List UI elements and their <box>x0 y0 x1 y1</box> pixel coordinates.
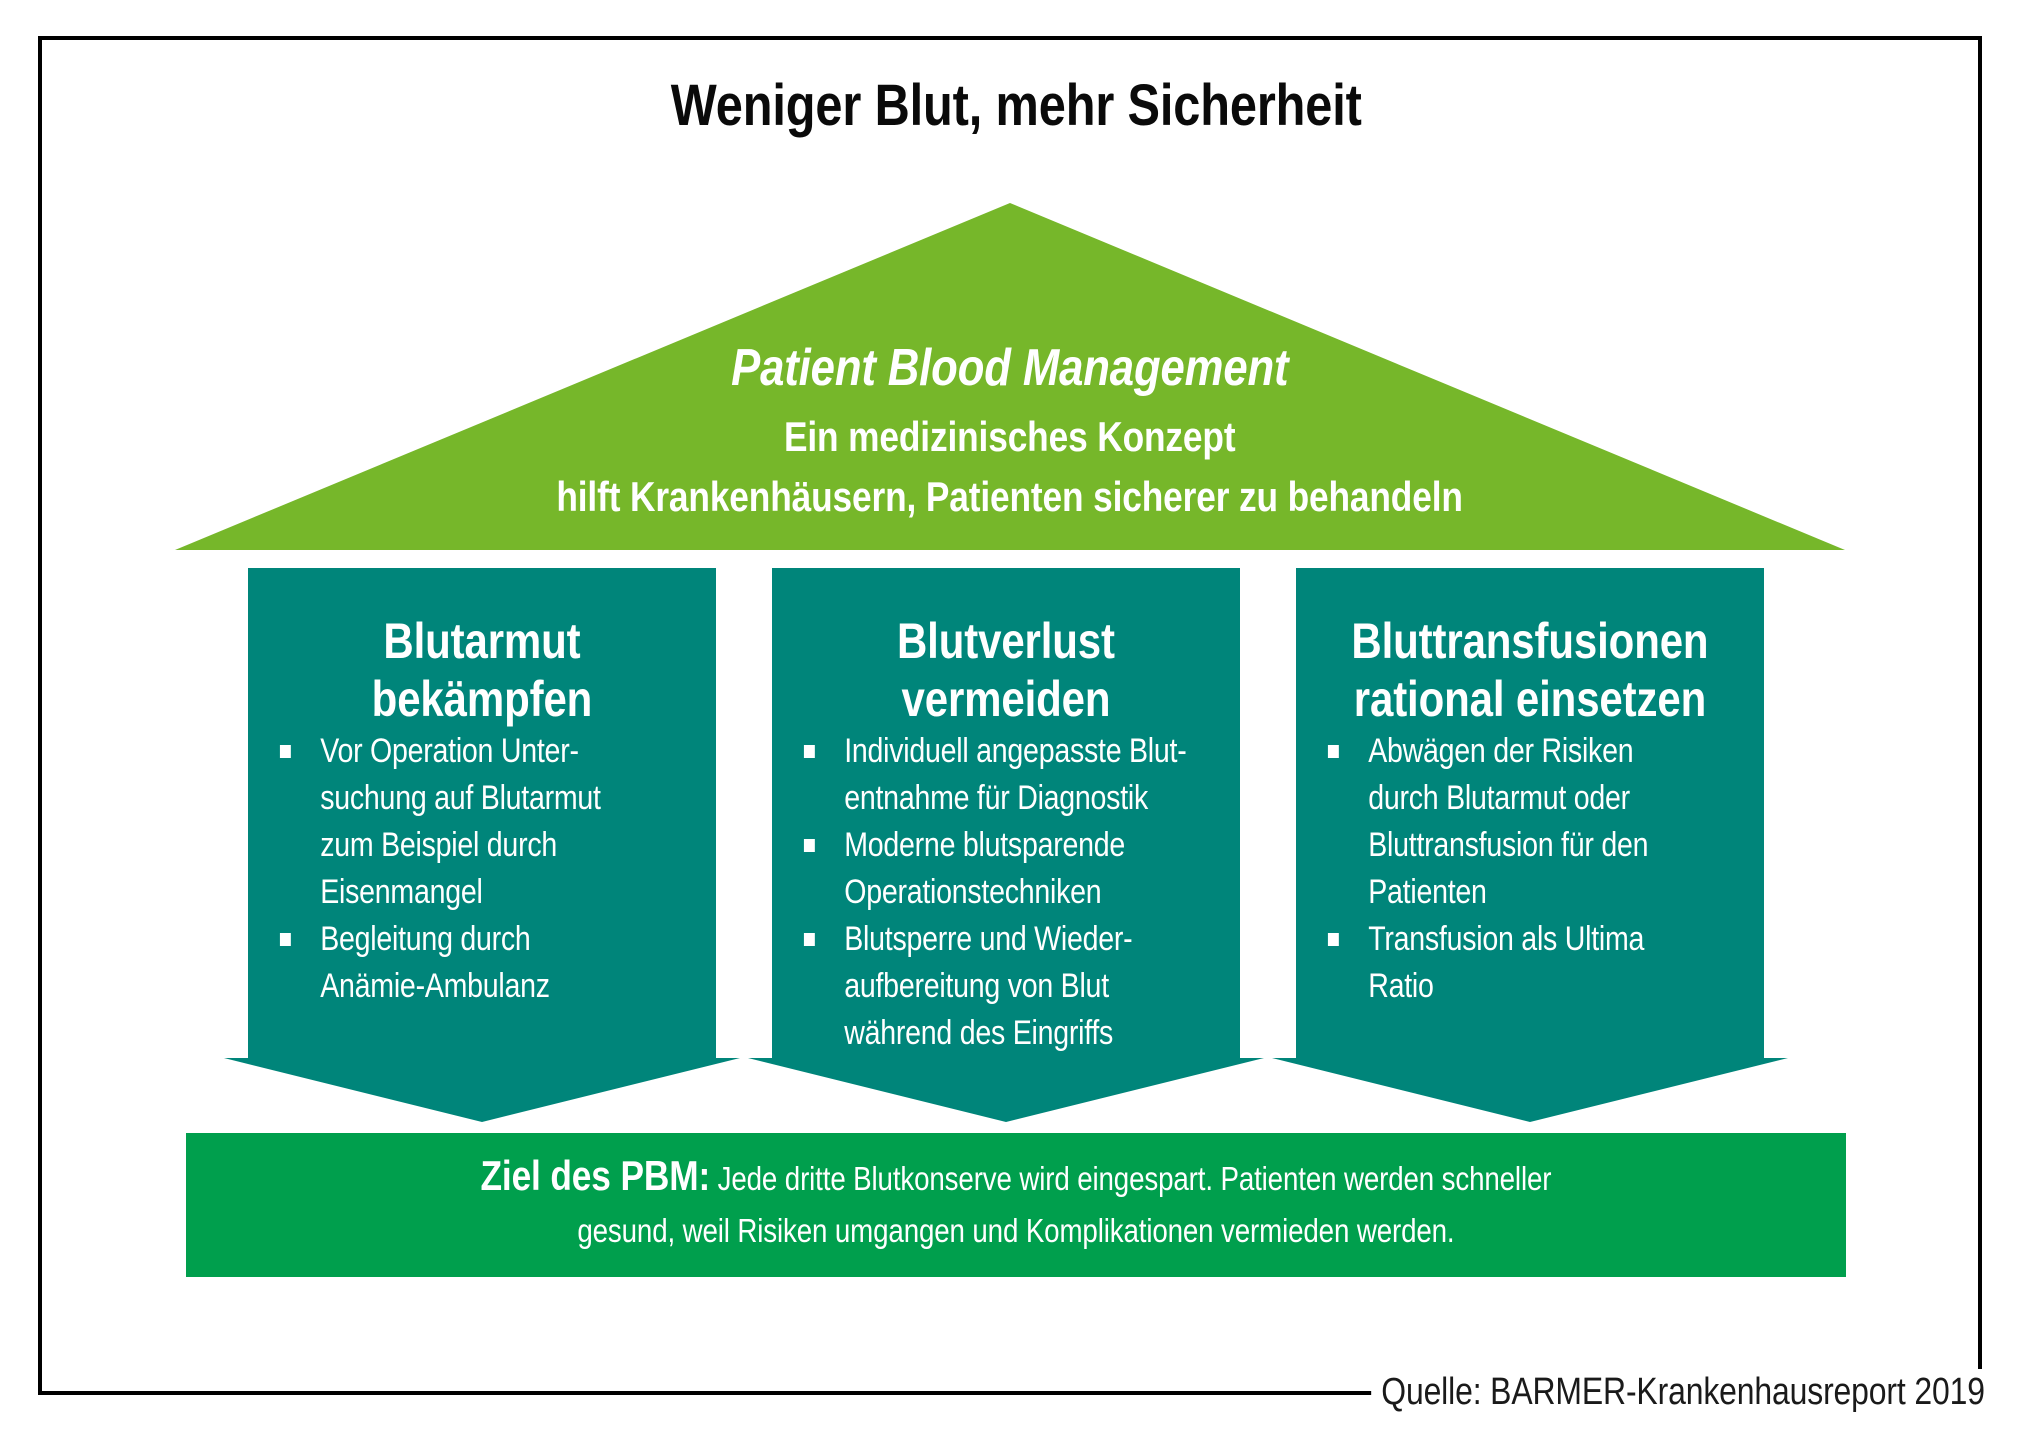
pillar-text: Bluttransfusionen rational einsetzen Abw… <box>1296 568 1764 1122</box>
bullet-square-icon <box>1327 933 1339 946</box>
roof-subline-1: Ein medizinisches Konzept <box>784 413 1236 460</box>
bullet-line: aufbereitung von Blut <box>844 967 1109 1005</box>
bullet-line: Anämie-Ambulanz <box>320 967 550 1005</box>
goal-banner-text: Ziel des PBM: Jede dritte Blutkonserve w… <box>186 1133 1846 1257</box>
bullet-line: suchung auf Blutarmut <box>320 779 601 817</box>
bullet-item: Individuell angepasste Blut- entnahme fü… <box>772 728 1240 822</box>
goal-text-1: Jede dritte Blutkonserve wird eingespart… <box>717 1160 1552 1197</box>
bullet-line: während des Eingriffs <box>844 1014 1114 1052</box>
bullet-line: Patienten <box>1368 873 1487 911</box>
bullet-square-icon <box>1327 745 1339 758</box>
pillar-blutverlust: Blutverlust vermeiden Individuell angepa… <box>748 568 1264 1122</box>
pillar-arrow-shape <box>1272 568 1788 1122</box>
bullet-item: Abwägen der Risiken durch Blutarmut oder… <box>1296 728 1764 916</box>
pillar-arrow-shape <box>748 568 1264 1122</box>
roof-heading: Patient Blood Management <box>731 339 1289 397</box>
goal-text-2: gesund, weil Risiken umgangen und Kompli… <box>577 1212 1455 1249</box>
bullet-line: Moderne blutsparende <box>844 826 1125 864</box>
bullet-item: Begleitung durch Anämie-Ambulanz <box>248 916 716 1010</box>
pillar-header: Blutverlust vermeiden <box>896 613 1115 727</box>
source-note-text: Quelle: BARMER-Krankenhausreport 2019 <box>1371 1369 1992 1418</box>
bullet-square-icon <box>803 933 815 946</box>
bullet-square-icon <box>279 745 291 758</box>
goal-label: Ziel des PBM: <box>480 1152 711 1199</box>
outer-border-frame <box>38 36 1982 1395</box>
bullet-square-icon <box>803 745 815 758</box>
bullet-list: Vor Operation Unter- suchung auf Blutarm… <box>248 728 716 1010</box>
bullet-line: Vor Operation Unter- <box>320 732 579 770</box>
page-title: Weniger Blut, mehr Sicherheit <box>0 72 2032 139</box>
roof-subline-2: hilft Krankenhäusern, Patienten sicherer… <box>556 473 1464 520</box>
bullet-line: zum Beispiel durch <box>320 826 557 864</box>
goal-banner: Ziel des PBM: Jede dritte Blutkonserve w… <box>186 1133 1846 1277</box>
bullet-square-icon <box>279 933 291 946</box>
goal-line-2: gesund, weil Risiken umgangen und Kompli… <box>186 1205 1846 1257</box>
source-note: Quelle: BARMER-Krankenhausreport 2019 <box>1253 1369 1992 1418</box>
bullet-square-icon <box>803 839 815 852</box>
bullet-line: entnahme für Diagnostik <box>844 779 1149 817</box>
bullet-line: durch Blutarmut oder <box>1368 779 1630 817</box>
bullet-item: Vor Operation Unter- suchung auf Blutarm… <box>248 728 716 916</box>
bullet-line: Abwägen der Risiken <box>1368 732 1634 770</box>
pillar-bluttransfusionen: Bluttransfusionen rational einsetzen Abw… <box>1272 568 1788 1122</box>
bullet-line: Eisenmangel <box>320 873 483 911</box>
bullet-line: Individuell angepasste Blut- <box>844 732 1187 770</box>
pillar-blutarmut: Blutarmut bekämpfen Vor Operation Unter-… <box>224 568 740 1122</box>
bullet-item: Moderne blutsparende Operationstechniken <box>772 822 1240 916</box>
bullet-line: Blutsperre und Wieder- <box>844 920 1133 958</box>
pillar-text: Blutarmut bekämpfen Vor Operation Unter-… <box>248 568 716 1122</box>
pillar-text: Blutverlust vermeiden Individuell angepa… <box>772 568 1240 1122</box>
pillar-arrow-shape <box>224 568 740 1122</box>
pillar-header: Blutarmut bekämpfen <box>371 613 593 727</box>
bullet-list: Individuell angepasste Blut- entnahme fü… <box>772 728 1240 1057</box>
bullet-item: Blutsperre und Wieder- aufbereitung von … <box>772 916 1240 1057</box>
bullet-item: Transfusion als Ultima Ratio <box>1296 916 1764 1010</box>
bullet-line: Operationstechniken <box>844 873 1102 911</box>
goal-line-1: Ziel des PBM: Jede dritte Blutkonserve w… <box>186 1150 1846 1205</box>
bullet-line: Transfusion als Ultima <box>1368 920 1645 958</box>
page-title-text: Weniger Blut, mehr Sicherheit <box>670 73 1362 138</box>
bullet-line: Begleitung durch <box>320 920 531 958</box>
bullet-line: Ratio <box>1368 967 1434 1005</box>
pillar-header: Bluttransfusionen rational einsetzen <box>1351 613 1709 727</box>
bullet-list: Abwägen der Risiken durch Blutarmut oder… <box>1296 728 1764 1010</box>
bullet-line: Bluttransfusion für den <box>1368 826 1649 864</box>
